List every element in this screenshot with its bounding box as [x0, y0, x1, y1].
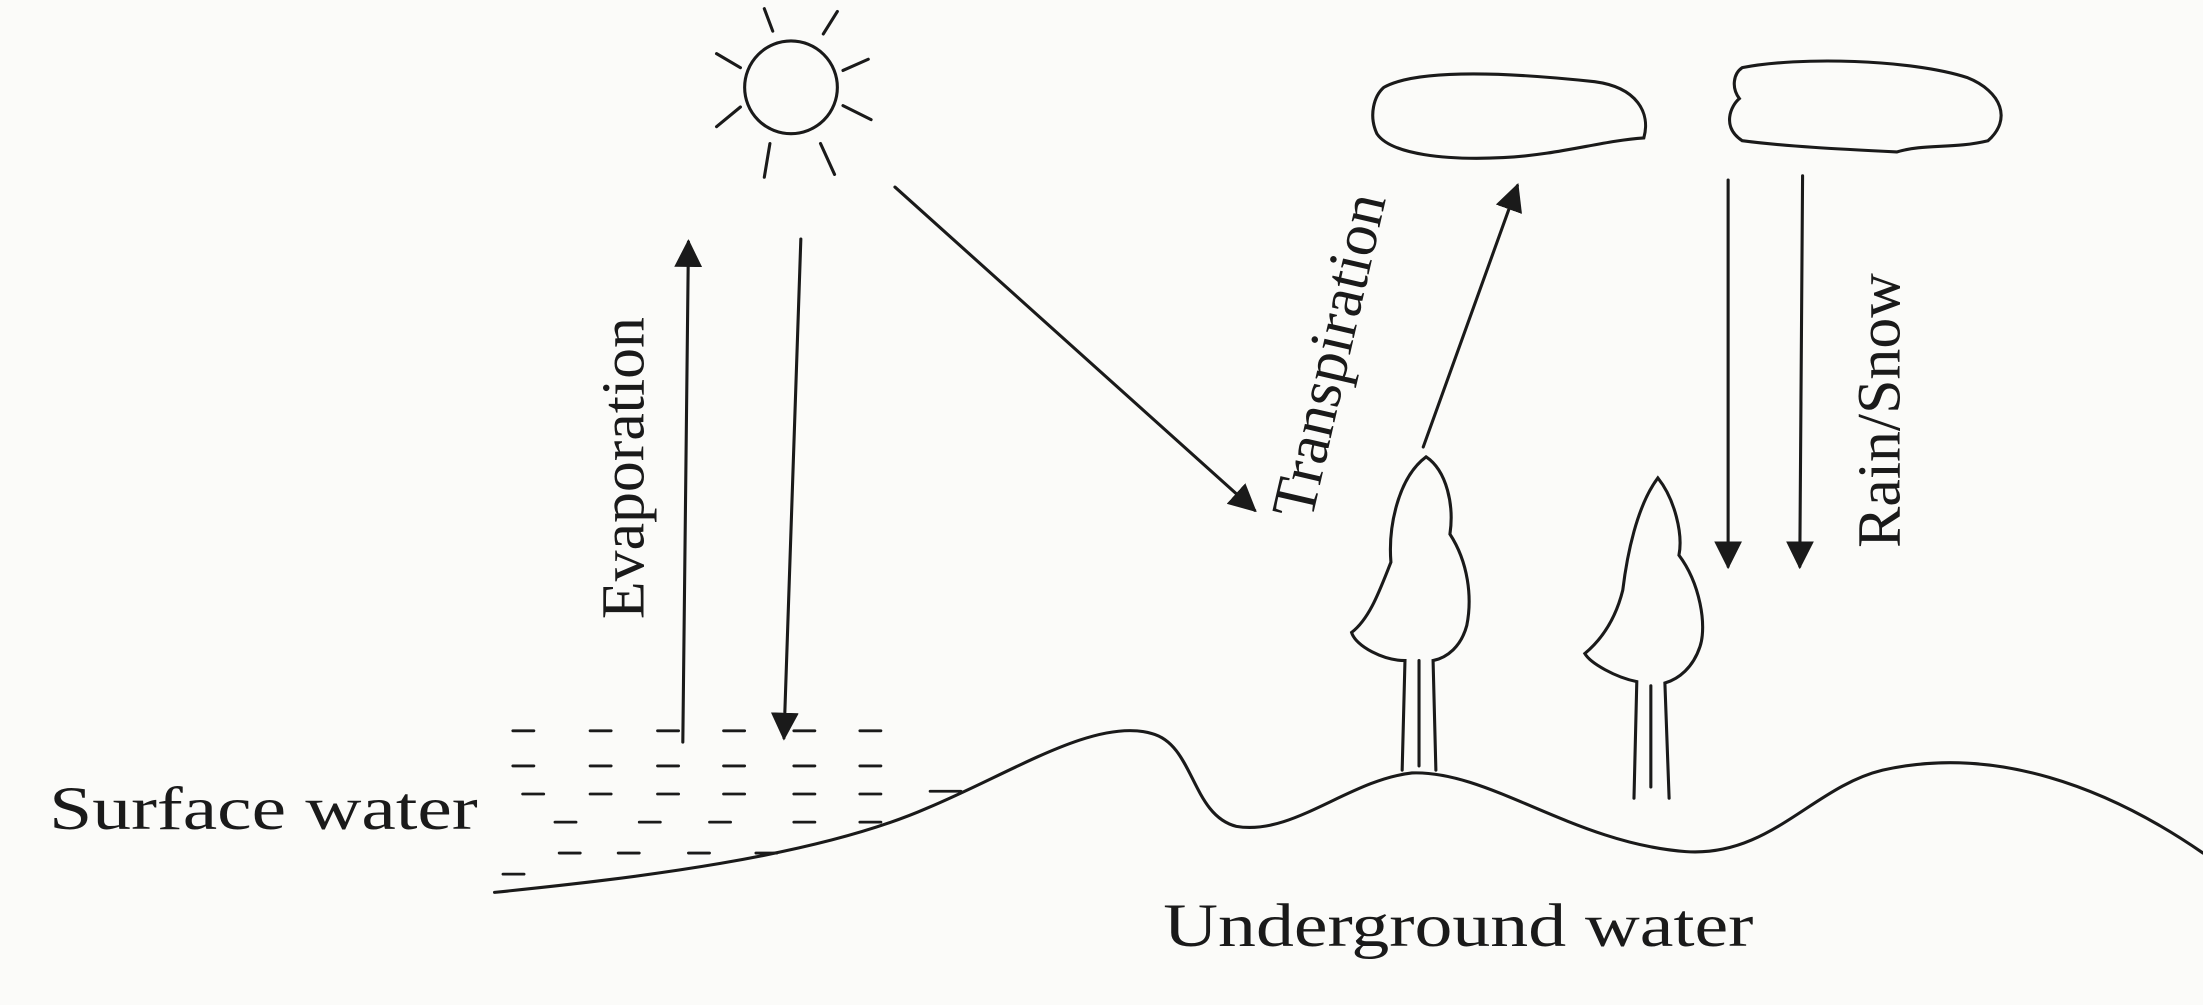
surface-water-dashes	[501, 729, 963, 876]
evaporation-arrow	[674, 239, 703, 744]
surface-water-label: Surface water	[49, 775, 478, 843]
transpiration-arrow	[1421, 183, 1522, 449]
underground-water-label: Underground water	[1163, 892, 1754, 960]
cloud-icon	[1371, 72, 1647, 160]
ground-line	[493, 728, 2203, 894]
transpiration-label: Transpiration	[1259, 187, 1400, 525]
evaporation-label: Evaporation	[589, 317, 657, 619]
tree-icon	[1349, 454, 1471, 772]
sunlight-arrow-down	[770, 237, 803, 741]
cloud-icon	[1728, 59, 2003, 154]
rain-arrow	[1786, 174, 1814, 570]
sun-icon	[714, 7, 873, 179]
tree-icon	[1582, 475, 1705, 800]
sunlight-arrow-diagonal	[893, 185, 1257, 513]
rain-snow-label: Rain/Snow	[1846, 273, 1914, 548]
